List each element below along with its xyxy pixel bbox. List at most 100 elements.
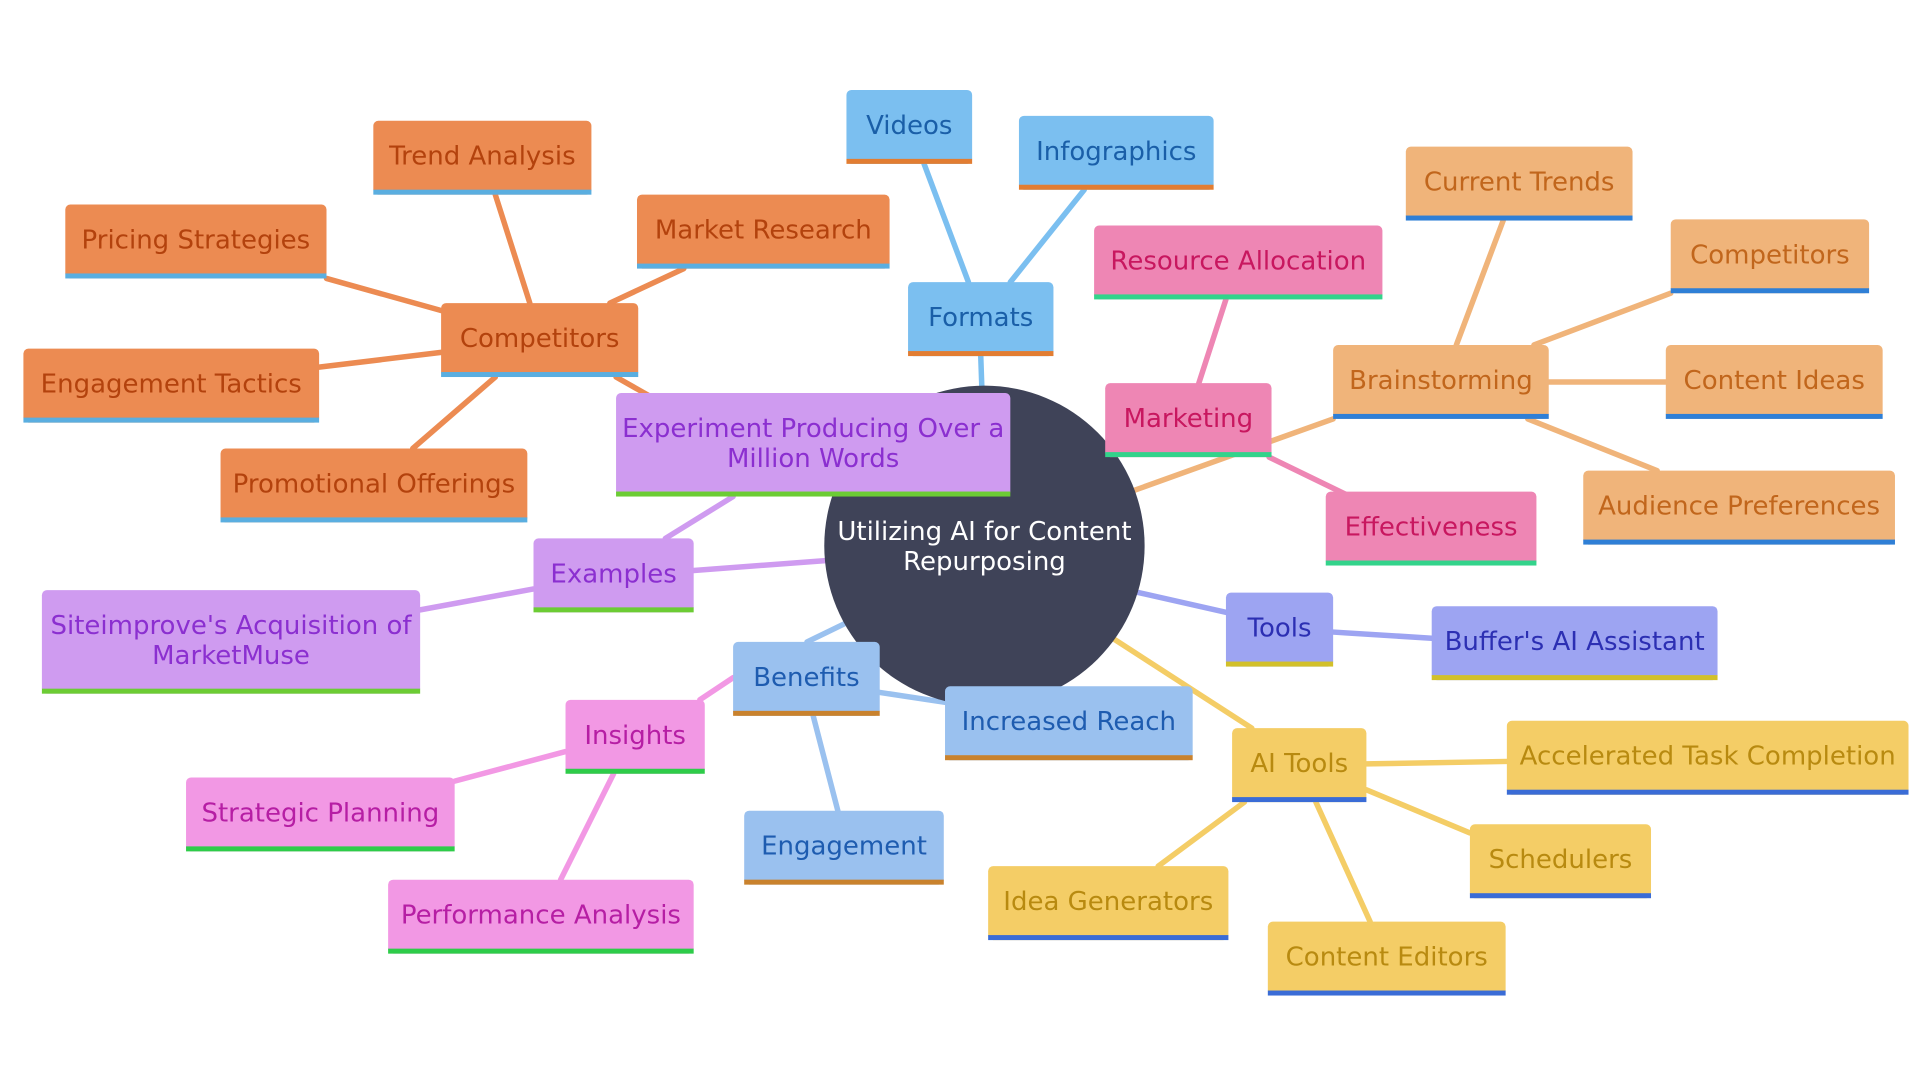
node-current-trends[interactable]: Current Trends bbox=[1405, 146, 1633, 221]
node-ai-tools-label: AI Tools bbox=[1250, 749, 1348, 779]
node-accelerated-underline bbox=[1506, 789, 1909, 795]
node-market-research[interactable]: Market Research bbox=[636, 194, 890, 269]
node-competitors-2-label-line: Competitors bbox=[1690, 240, 1850, 270]
node-benefits-underline bbox=[733, 710, 880, 716]
node-promotional-offerings[interactable]: Promotional Offerings bbox=[220, 448, 528, 523]
node-tools-underline bbox=[1225, 661, 1334, 667]
node-videos[interactable]: Videos bbox=[846, 89, 973, 164]
node-buffer-label-line: Buffer's AI Assistant bbox=[1445, 627, 1705, 657]
node-formats[interactable]: Formats bbox=[908, 282, 1054, 357]
node-brainstorming[interactable]: Brainstorming bbox=[1333, 344, 1549, 419]
node-audience-preferences[interactable]: Audience Preferences bbox=[1583, 470, 1895, 545]
node-engagement-tactics-box bbox=[23, 348, 320, 423]
node-engagement-tactics-underline bbox=[23, 417, 320, 423]
node-infographics-label-line: Infographics bbox=[1036, 137, 1196, 167]
node-videos-box bbox=[846, 89, 973, 164]
node-resource-allocation[interactable]: Resource Allocation bbox=[1094, 225, 1383, 300]
node-siteimprove-label-line: MarketMuse bbox=[152, 641, 310, 671]
node-content-editors-label: Content Editors bbox=[1286, 943, 1488, 973]
node-schedulers-underline bbox=[1469, 893, 1652, 899]
node-idea-generators-box bbox=[988, 866, 1229, 941]
node-pricing-strategies-box bbox=[65, 204, 327, 279]
node-brainstorming-label-line: Brainstorming bbox=[1349, 366, 1533, 396]
node-promotional-offerings-underline bbox=[220, 517, 528, 523]
node-effectiveness[interactable]: Effectiveness bbox=[1325, 491, 1537, 566]
node-videos-label-line: Videos bbox=[866, 111, 952, 141]
connector-competitors-to-trend-analysis bbox=[492, 191, 533, 306]
node-content-editors[interactable]: Content Editors bbox=[1267, 921, 1506, 996]
node-examples[interactable]: Examples bbox=[533, 538, 694, 613]
node-pricing-strategies[interactable]: Pricing Strategies bbox=[65, 204, 327, 279]
node-performance-analysis-label: Performance Analysis bbox=[401, 901, 681, 931]
connector-formats-to-infographics bbox=[1007, 186, 1087, 285]
node-performance-analysis-underline bbox=[388, 948, 694, 954]
node-idea-generators[interactable]: Idea Generators bbox=[988, 866, 1229, 941]
node-insights-label-line: Insights bbox=[584, 721, 686, 751]
node-marketing[interactable]: Marketing bbox=[1105, 383, 1272, 458]
connector-marketing-to-resource-allocation bbox=[1196, 296, 1229, 386]
node-formats-box bbox=[908, 282, 1054, 357]
node-resource-allocation-box bbox=[1094, 225, 1383, 300]
node-insights-box bbox=[565, 699, 705, 774]
node-accelerated-label: Accelerated Task Completion bbox=[1520, 742, 1896, 772]
node-engagement[interactable]: Engagement bbox=[744, 810, 944, 885]
node-experiment-label-line: Million Words bbox=[727, 444, 899, 474]
node-benefits[interactable]: Benefits bbox=[733, 641, 880, 716]
node-buffer[interactable]: Buffer's AI Assistant bbox=[1431, 606, 1718, 681]
connector-center-to-ai-tools bbox=[1109, 635, 1255, 731]
node-increased-reach[interactable]: Increased Reach bbox=[945, 686, 1193, 761]
node-audience-preferences-underline bbox=[1583, 539, 1895, 545]
node-competitors-label: Competitors bbox=[460, 324, 620, 354]
node-audience-preferences-label: Audience Preferences bbox=[1598, 492, 1880, 522]
node-strategic-planning[interactable]: Strategic Planning bbox=[186, 777, 455, 852]
node-current-trends-underline bbox=[1405, 215, 1633, 221]
node-engagement-box bbox=[744, 810, 944, 885]
node-videos-underline bbox=[846, 158, 973, 164]
node-performance-analysis[interactable]: Performance Analysis bbox=[388, 879, 694, 954]
node-competitors-2[interactable]: Competitors bbox=[1670, 219, 1870, 294]
connector-tools-to-buffer bbox=[1330, 629, 1435, 641]
node-competitors[interactable]: Competitors bbox=[441, 303, 639, 378]
node-formats-label: Formats bbox=[928, 303, 1033, 333]
connector-center-to-benefits bbox=[804, 619, 851, 645]
node-idea-generators-label: Idea Generators bbox=[1003, 887, 1213, 917]
node-increased-reach-underline bbox=[945, 755, 1193, 761]
connector-competitors-to-pricing-strategies bbox=[323, 275, 444, 314]
node-marketing-label: Marketing bbox=[1124, 404, 1254, 434]
node-content-ideas[interactable]: Content Ideas bbox=[1665, 344, 1883, 419]
node-tools[interactable]: Tools bbox=[1225, 592, 1334, 667]
node-content-ideas-box bbox=[1665, 344, 1883, 419]
node-effectiveness-label: Effectiveness bbox=[1345, 513, 1518, 543]
node-benefits-label-line: Benefits bbox=[753, 663, 859, 693]
node-effectiveness-label-line: Effectiveness bbox=[1345, 513, 1518, 543]
node-trend-analysis[interactable]: Trend Analysis bbox=[373, 120, 592, 195]
connector-insights-to-performance-analysis bbox=[557, 771, 617, 883]
connector-ai-tools-to-accelerated bbox=[1363, 758, 1510, 767]
node-increased-reach-label: Increased Reach bbox=[962, 707, 1176, 737]
node-engagement-tactics[interactable]: Engagement Tactics bbox=[23, 348, 320, 423]
node-performance-analysis-label-line: Performance Analysis bbox=[401, 901, 681, 931]
node-schedulers[interactable]: Schedulers bbox=[1469, 824, 1652, 899]
node-infographics-box bbox=[1018, 115, 1214, 190]
node-trend-analysis-label-line: Trend Analysis bbox=[388, 142, 576, 172]
connector-center-to-tools bbox=[1130, 588, 1229, 616]
node-pricing-strategies-label-line: Pricing Strategies bbox=[82, 225, 311, 255]
node-market-research-box bbox=[636, 194, 890, 269]
node-ai-tools-box bbox=[1232, 728, 1367, 803]
connector-lines bbox=[316, 161, 1674, 925]
node-idea-generators-underline bbox=[988, 935, 1229, 941]
node-examples-label: Examples bbox=[550, 559, 676, 589]
node-insights[interactable]: Insights bbox=[565, 699, 705, 774]
node-current-trends-label-line: Current Trends bbox=[1424, 168, 1615, 198]
node-accelerated[interactable]: Accelerated Task Completion bbox=[1506, 720, 1909, 795]
node-infographics[interactable]: Infographics bbox=[1018, 115, 1214, 190]
node-ai-tools[interactable]: AI Tools bbox=[1232, 728, 1367, 803]
node-benefits-box bbox=[733, 641, 880, 716]
node-effectiveness-box bbox=[1325, 491, 1537, 566]
node-insights-label: Insights bbox=[584, 721, 686, 751]
node-audience-preferences-label-line: Audience Preferences bbox=[1598, 492, 1880, 522]
